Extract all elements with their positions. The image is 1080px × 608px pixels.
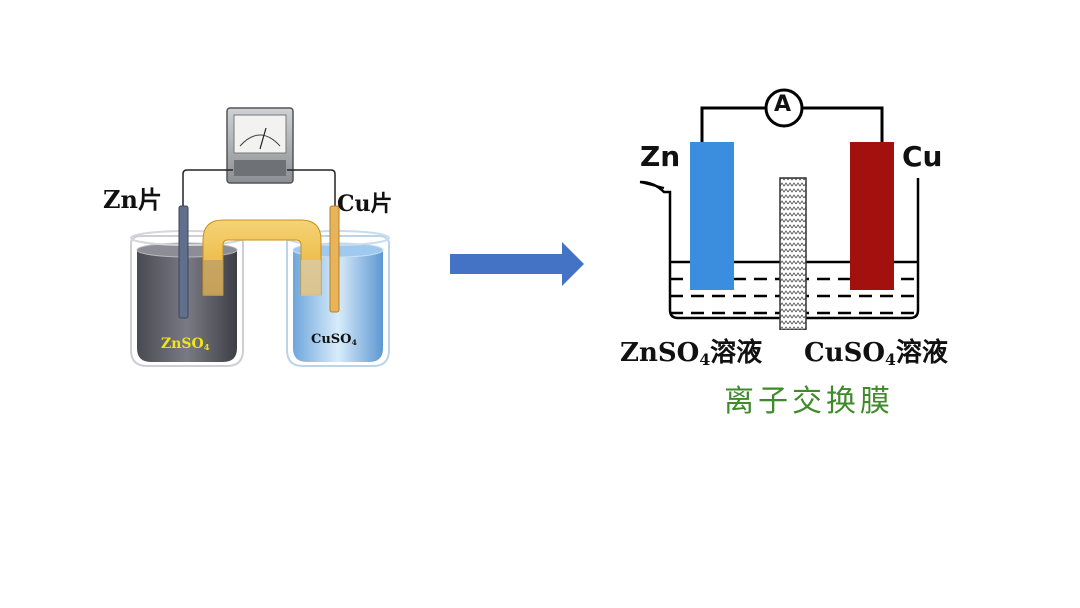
ammeter-device — [226, 107, 294, 184]
znso4-solution-formula: ZnSO — [620, 338, 700, 368]
cu-electrode-label: Cu — [902, 140, 943, 173]
zn-electrode — [178, 205, 189, 319]
wire-left — [182, 169, 233, 208]
zn-strip-label: Zn片 — [103, 185, 162, 214]
ammeter-label: A — [774, 92, 792, 117]
wire-right — [287, 169, 336, 208]
left-cell-illustration — [130, 107, 390, 367]
znso4-formula: ZnSO — [161, 336, 204, 352]
cu-strip-label: Cu片 — [337, 191, 393, 217]
cu-electrode-bar — [850, 142, 894, 290]
zn-electrode-bar — [690, 142, 734, 290]
right-cell-schematic — [639, 88, 920, 330]
transform-arrow — [450, 242, 584, 286]
zn-electrode-label: Zn — [640, 140, 681, 173]
membrane-caption: 离子交换膜 — [724, 384, 894, 419]
cuso4-solution-label: CuSO4溶液 — [804, 332, 948, 369]
right-cell-diagram: A Zn Cu ZnSO4溶液 CuSO4溶液 离子交换膜 — [620, 80, 980, 420]
cuso4-subscript: 4 — [351, 337, 357, 347]
znso4-solution-subscript: 4 — [699, 349, 711, 369]
cu-electrode — [329, 205, 340, 313]
circuit-wire — [700, 106, 884, 142]
ammeter-circle — [764, 88, 804, 128]
cuso4-solution-subscript: 4 — [885, 349, 896, 369]
cuso4-label: CuSO4 — [311, 332, 357, 347]
znso4-subscript: 4 — [203, 342, 210, 353]
znso4-label: ZnSO4 — [161, 336, 210, 352]
cuso4-formula: CuSO — [311, 332, 352, 347]
ion-exchange-membrane — [779, 177, 807, 330]
znso4-solution-suffix: 溶液 — [710, 338, 763, 368]
cuso4-solution-formula: CuSO — [804, 338, 886, 368]
znso4-solution-label: ZnSO4溶液 — [620, 332, 762, 369]
left-cell-diagram: Zn片 Cu片 ZnSO4 CuSO4 — [95, 100, 415, 370]
cuso4-solution-suffix: 溶液 — [895, 338, 948, 368]
